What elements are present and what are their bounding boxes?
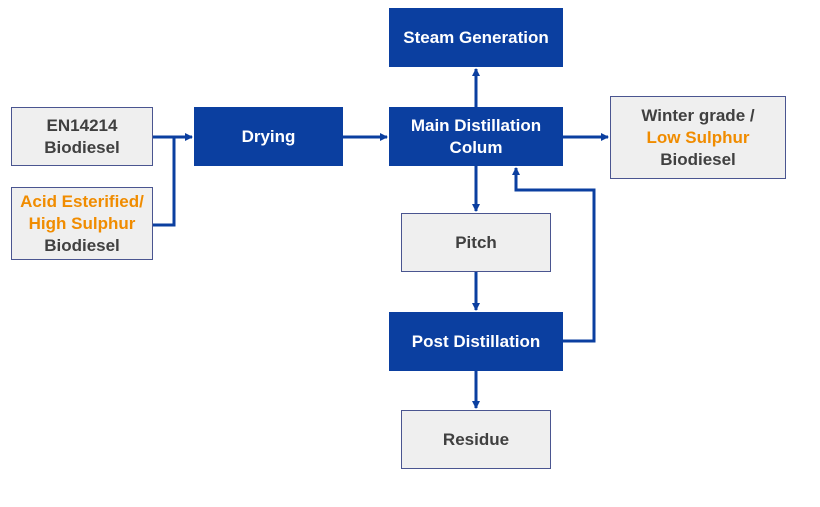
main-distillation-label: Main Distillation: [410, 115, 542, 135]
residue-label: Residue: [442, 429, 510, 449]
drying-box: Drying: [194, 107, 343, 166]
steam-generation-label: Steam Generation: [403, 27, 549, 47]
pitch-box: Pitch: [401, 213, 551, 272]
drying-label: Drying: [241, 126, 296, 146]
en14214-label: EN14214: [46, 115, 118, 135]
steam-generation-box: Steam Generation: [389, 8, 563, 67]
arrow-post-recycle-to-main: [512, 167, 596, 343]
winter-grade-label: Winter grade /: [641, 105, 755, 125]
en14214-biodiesel-box: EN14214 Biodiesel: [11, 107, 153, 166]
post-distillation-box: Post Distillation: [389, 312, 563, 371]
high-sulphur-label: High Sulphur: [28, 213, 136, 233]
en14214-biodiesel-label: Biodiesel: [44, 137, 120, 157]
winter-grade-biodiesel-box: Winter grade / Low Sulphur Biodiesel: [610, 96, 786, 179]
acid-esterified-label: Acid Esterified/: [20, 191, 144, 211]
pitch-label: Pitch: [455, 232, 497, 252]
low-sulphur-label: Low Sulphur: [646, 127, 750, 147]
acid-esterified-biodiesel-box: Acid Esterified/ High Sulphur Biodiesel: [11, 187, 153, 260]
residue-box: Residue: [401, 410, 551, 469]
main-distillation-colum-label: Colum: [449, 137, 503, 157]
acid-biodiesel-label: Biodiesel: [44, 235, 120, 255]
post-distillation-label: Post Distillation: [411, 331, 541, 351]
winter-biodiesel-label: Biodiesel: [660, 149, 736, 169]
main-distillation-box: Main Distillation Colum: [389, 107, 563, 166]
arrow-acid-to-drying: [153, 137, 176, 227]
